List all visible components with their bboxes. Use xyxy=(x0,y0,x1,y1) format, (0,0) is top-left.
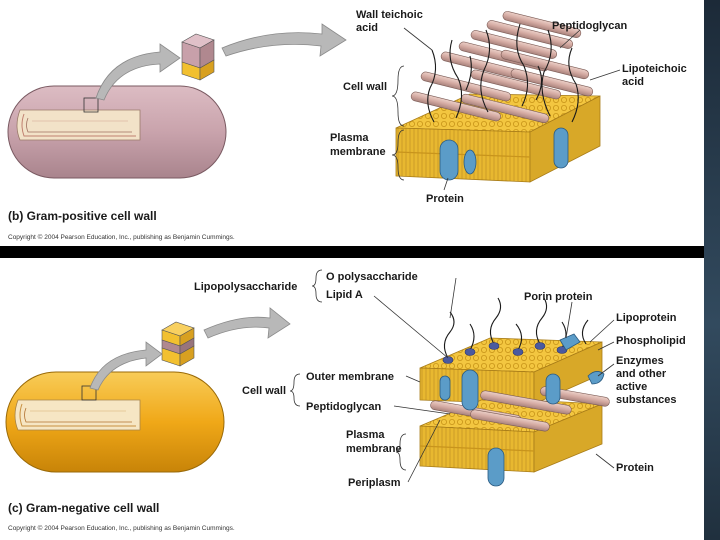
peptidoglycan-label: Peptidoglycan xyxy=(552,20,627,32)
gram-positive-caption: (b) Gram-positive cell wall xyxy=(8,209,157,223)
periplasm-label: Periplasm xyxy=(348,477,401,489)
gram-negative-panel: Lipopolysaccharide O polysaccharide Lipi… xyxy=(0,258,704,540)
lipid-a-label: Lipid A xyxy=(326,289,363,301)
protein-label: Protein xyxy=(616,462,654,474)
lipopolysaccharide-label: Lipopolysaccharide xyxy=(194,281,297,293)
porin-protein-label: Porin protein xyxy=(524,291,593,303)
zoom-arrows xyxy=(89,307,291,391)
protein-label: Protein xyxy=(426,193,464,205)
gram-positive-cell xyxy=(7,85,227,179)
plasma-membrane-label: Plasma xyxy=(330,132,369,144)
lipoprotein-label: Lipoprotein xyxy=(616,312,677,324)
plasma-membrane-label-line2: membrane xyxy=(346,443,402,455)
lipoteichoic-acid-label: Lipoteichoic xyxy=(622,63,687,75)
cell-wall-label: Cell wall xyxy=(343,81,387,93)
wall-section-cube xyxy=(181,33,215,81)
cell-wall-label: Cell wall xyxy=(242,385,286,397)
lipopolysaccharide-strands xyxy=(443,297,589,359)
plasma-membrane-label: Plasma xyxy=(346,429,385,441)
peptidoglycan-layer xyxy=(410,11,594,124)
membrane-proteins xyxy=(439,127,569,181)
enzymes-label-line4: substances xyxy=(616,394,677,406)
gram-positive-panel: Wall teichoic acid Peptidoglycan Lipotei… xyxy=(0,0,704,246)
wall-teichoic-acid-label: Wall teichoic xyxy=(356,9,423,21)
gram-negative-copyright: Copyright © 2004 Pearson Education, Inc.… xyxy=(8,524,235,532)
slide-side-strip xyxy=(704,0,720,540)
wall-teichoic-acid-label-line2: acid xyxy=(356,22,378,34)
enzymes-label-line2: and other xyxy=(616,368,667,380)
teichoic-acid-strands xyxy=(427,23,579,123)
membrane-proteins xyxy=(439,333,605,487)
gram-positive-copyright: Copyright © 2004 Pearson Education, Inc.… xyxy=(8,233,235,241)
zoom-arrows xyxy=(95,23,347,101)
phospholipid-label: Phospholipid xyxy=(616,335,686,347)
peptidoglycan-label: Peptidoglycan xyxy=(306,401,381,413)
lipoteichoic-acid-label-line2: acid xyxy=(622,76,644,88)
gram-positive-diagram: Wall teichoic acid Peptidoglycan Lipotei… xyxy=(7,9,687,241)
label-leader-lines xyxy=(391,27,621,191)
panel-separator xyxy=(0,246,704,258)
rod-row-3 xyxy=(420,68,594,102)
wall-section-cube xyxy=(161,321,195,367)
enzymes-label-line3: active xyxy=(616,381,647,393)
plasma-membrane-label-line2: membrane xyxy=(330,146,386,158)
outer-membrane-label: Outer membrane xyxy=(306,371,394,383)
enzymes-label: Enzymes xyxy=(616,355,664,367)
gram-negative-caption: (c) Gram-negative cell wall xyxy=(8,501,159,515)
label-leader-lines xyxy=(289,269,615,483)
lipid-a-heads xyxy=(442,342,568,364)
o-polysaccharide-label: O polysaccharide xyxy=(326,271,418,283)
gram-negative-cell xyxy=(5,371,225,473)
gram-negative-diagram: Lipopolysaccharide O polysaccharide Lipi… xyxy=(5,269,686,532)
